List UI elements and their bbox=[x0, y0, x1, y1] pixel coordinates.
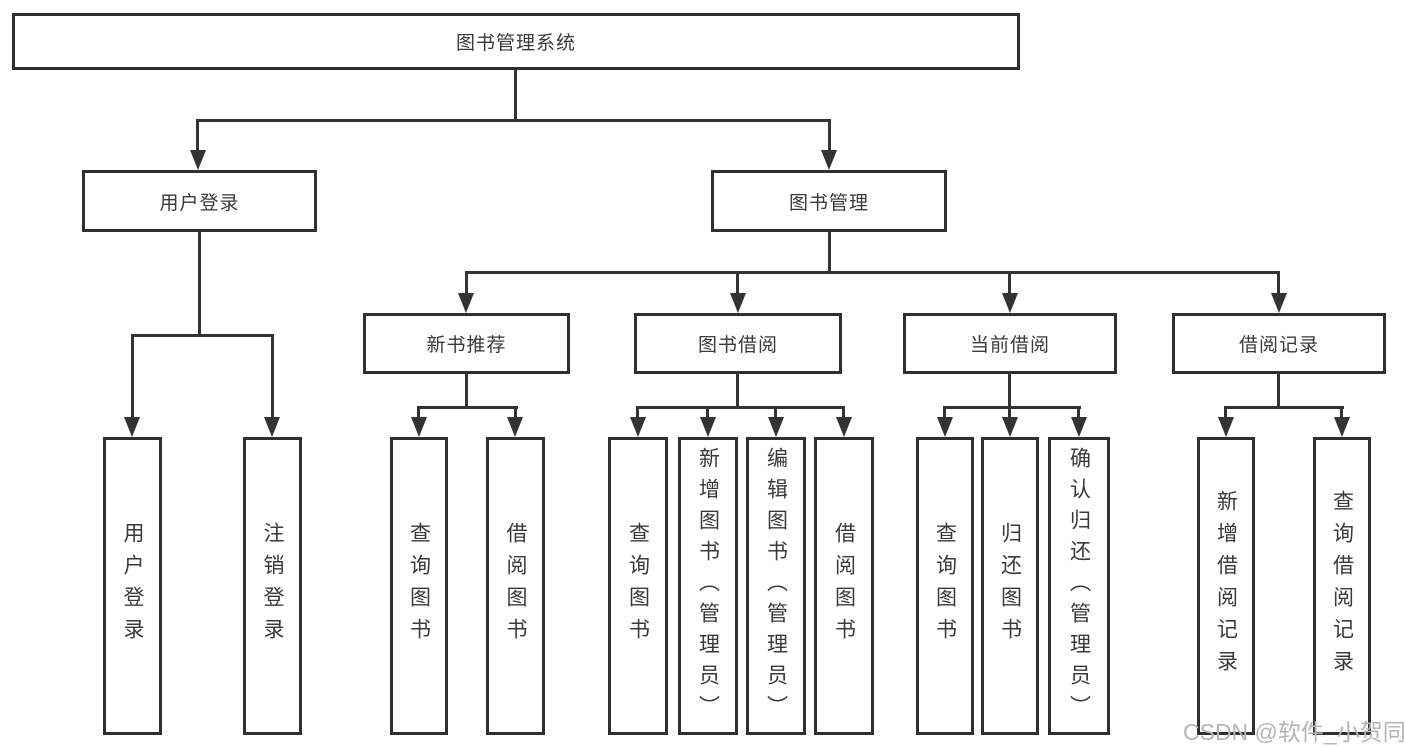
node-book-management: 图书管理 bbox=[711, 170, 947, 232]
connector-line bbox=[1277, 271, 1280, 295]
node-current-borrow-label: 当前借阅 bbox=[969, 335, 1050, 356]
leaf-user-login-label: 用户登录 bbox=[121, 522, 144, 650]
leaf-query-book-3: 查询图书 bbox=[916, 437, 974, 735]
node-book-management-label: 图书管理 bbox=[788, 192, 869, 214]
connector-line bbox=[1008, 374, 1011, 408]
connector-line bbox=[1008, 406, 1011, 419]
leaf-return-book: 归还图书 bbox=[981, 437, 1039, 735]
node-user-login: 用户登录 bbox=[82, 170, 317, 232]
arrow-down-icon bbox=[730, 293, 746, 313]
connector-line bbox=[774, 406, 777, 419]
leaf-query-book-1: 查询图书 bbox=[390, 437, 448, 735]
connector-line bbox=[1277, 374, 1280, 408]
leaf-add-borrow-record: 新增借阅记录 bbox=[1197, 437, 1255, 735]
leaf-borrow-book-2-label: 借阅图书 bbox=[832, 522, 856, 650]
leaf-logout-label: 注销登录 bbox=[261, 522, 284, 650]
connector-line bbox=[131, 334, 274, 337]
connector-line bbox=[736, 271, 739, 295]
connector-line bbox=[636, 406, 845, 409]
connector-line bbox=[1008, 271, 1011, 295]
connector-line bbox=[465, 374, 468, 408]
connector-line bbox=[196, 119, 831, 122]
connector-line bbox=[636, 406, 639, 419]
leaf-query-book-3-label: 查询图书 bbox=[933, 522, 957, 650]
connector-line bbox=[706, 406, 709, 419]
arrow-down-icon bbox=[1002, 293, 1018, 313]
arrow-down-icon bbox=[124, 417, 140, 437]
leaf-add-book-admin-label: 新增图书（管理员） bbox=[696, 446, 720, 726]
leaf-borrow-book-1-label: 借阅图书 bbox=[504, 522, 527, 650]
leaf-borrow-book-2: 借阅图书 bbox=[814, 437, 874, 735]
node-current-borrow: 当前借阅 bbox=[903, 313, 1117, 374]
arrow-down-icon bbox=[411, 417, 427, 437]
connector-line bbox=[271, 334, 274, 419]
connector-line bbox=[842, 406, 845, 419]
leaf-user-login: 用户登录 bbox=[103, 437, 162, 735]
arrow-down-icon bbox=[458, 293, 474, 313]
arrow-down-icon bbox=[1334, 417, 1350, 437]
arrow-down-icon bbox=[836, 417, 852, 437]
connector-line bbox=[828, 232, 831, 273]
connector-line bbox=[1224, 406, 1227, 419]
node-root-label: 图书管理系统 bbox=[455, 33, 576, 54]
connector-line bbox=[1077, 406, 1080, 419]
arrow-down-icon bbox=[264, 417, 280, 437]
connector-line bbox=[196, 119, 199, 152]
connector-line bbox=[465, 271, 1279, 274]
connector-line bbox=[131, 334, 134, 419]
connector-line bbox=[417, 406, 420, 419]
arrow-down-icon bbox=[821, 150, 837, 170]
node-user-login-label: 用户登录 bbox=[159, 192, 240, 214]
connector-line bbox=[465, 271, 468, 295]
arrow-down-icon bbox=[937, 417, 953, 437]
leaf-query-book-2: 查询图书 bbox=[608, 437, 668, 735]
arrow-down-icon bbox=[700, 417, 716, 437]
leaf-query-book-1-label: 查询图书 bbox=[407, 522, 431, 650]
node-new-book-recommend-label: 新书推荐 bbox=[426, 335, 507, 356]
arrow-down-icon bbox=[1071, 417, 1087, 437]
arrow-down-icon bbox=[768, 417, 784, 437]
node-book-borrow-label: 图书借阅 bbox=[697, 335, 778, 356]
node-book-borrow: 图书借阅 bbox=[634, 313, 842, 374]
arrow-down-icon bbox=[630, 417, 646, 437]
connector-line bbox=[943, 406, 1081, 409]
node-new-book-recommend: 新书推荐 bbox=[363, 313, 570, 374]
leaf-logout: 注销登录 bbox=[243, 437, 302, 735]
node-root: 图书管理系统 bbox=[12, 13, 1020, 70]
connector-line bbox=[1224, 406, 1344, 409]
connector-line bbox=[943, 406, 946, 419]
connector-line bbox=[514, 70, 517, 122]
leaf-confirm-return-admin: 确认归还（管理员） bbox=[1048, 437, 1110, 735]
connector-line bbox=[828, 119, 831, 152]
node-borrow-record-label: 借阅记录 bbox=[1238, 335, 1319, 356]
leaf-edit-book-admin: 编辑图书（管理员） bbox=[746, 437, 806, 735]
leaf-edit-book-admin-label: 编辑图书（管理员） bbox=[764, 446, 788, 726]
leaf-borrow-book-1: 借阅图书 bbox=[486, 437, 545, 735]
connector-line bbox=[417, 406, 518, 409]
connector-line bbox=[1340, 406, 1343, 419]
leaf-query-book-2-label: 查询图书 bbox=[626, 522, 650, 650]
arrow-down-icon bbox=[1002, 417, 1018, 437]
leaf-add-borrow-record-label: 新增借阅记录 bbox=[1214, 490, 1238, 682]
arrow-down-icon bbox=[190, 150, 206, 170]
arrow-down-icon bbox=[1271, 293, 1287, 313]
arrow-down-icon bbox=[507, 417, 523, 437]
connector-line bbox=[198, 232, 201, 336]
csdn-watermark: CSDN @软件_小贺同学 bbox=[1183, 719, 1405, 745]
arrow-down-icon bbox=[1218, 417, 1234, 437]
connector-line bbox=[736, 374, 739, 408]
leaf-confirm-return-admin-label: 确认归还（管理员） bbox=[1067, 446, 1091, 726]
leaf-add-book-admin: 新增图书（管理员） bbox=[678, 437, 738, 735]
connector-line bbox=[514, 406, 517, 419]
leaf-return-book-label: 归还图书 bbox=[998, 522, 1022, 650]
node-borrow-record: 借阅记录 bbox=[1172, 313, 1386, 374]
leaf-query-borrow-record-label: 查询借阅记录 bbox=[1330, 490, 1354, 682]
leaf-query-borrow-record: 查询借阅记录 bbox=[1313, 437, 1371, 735]
